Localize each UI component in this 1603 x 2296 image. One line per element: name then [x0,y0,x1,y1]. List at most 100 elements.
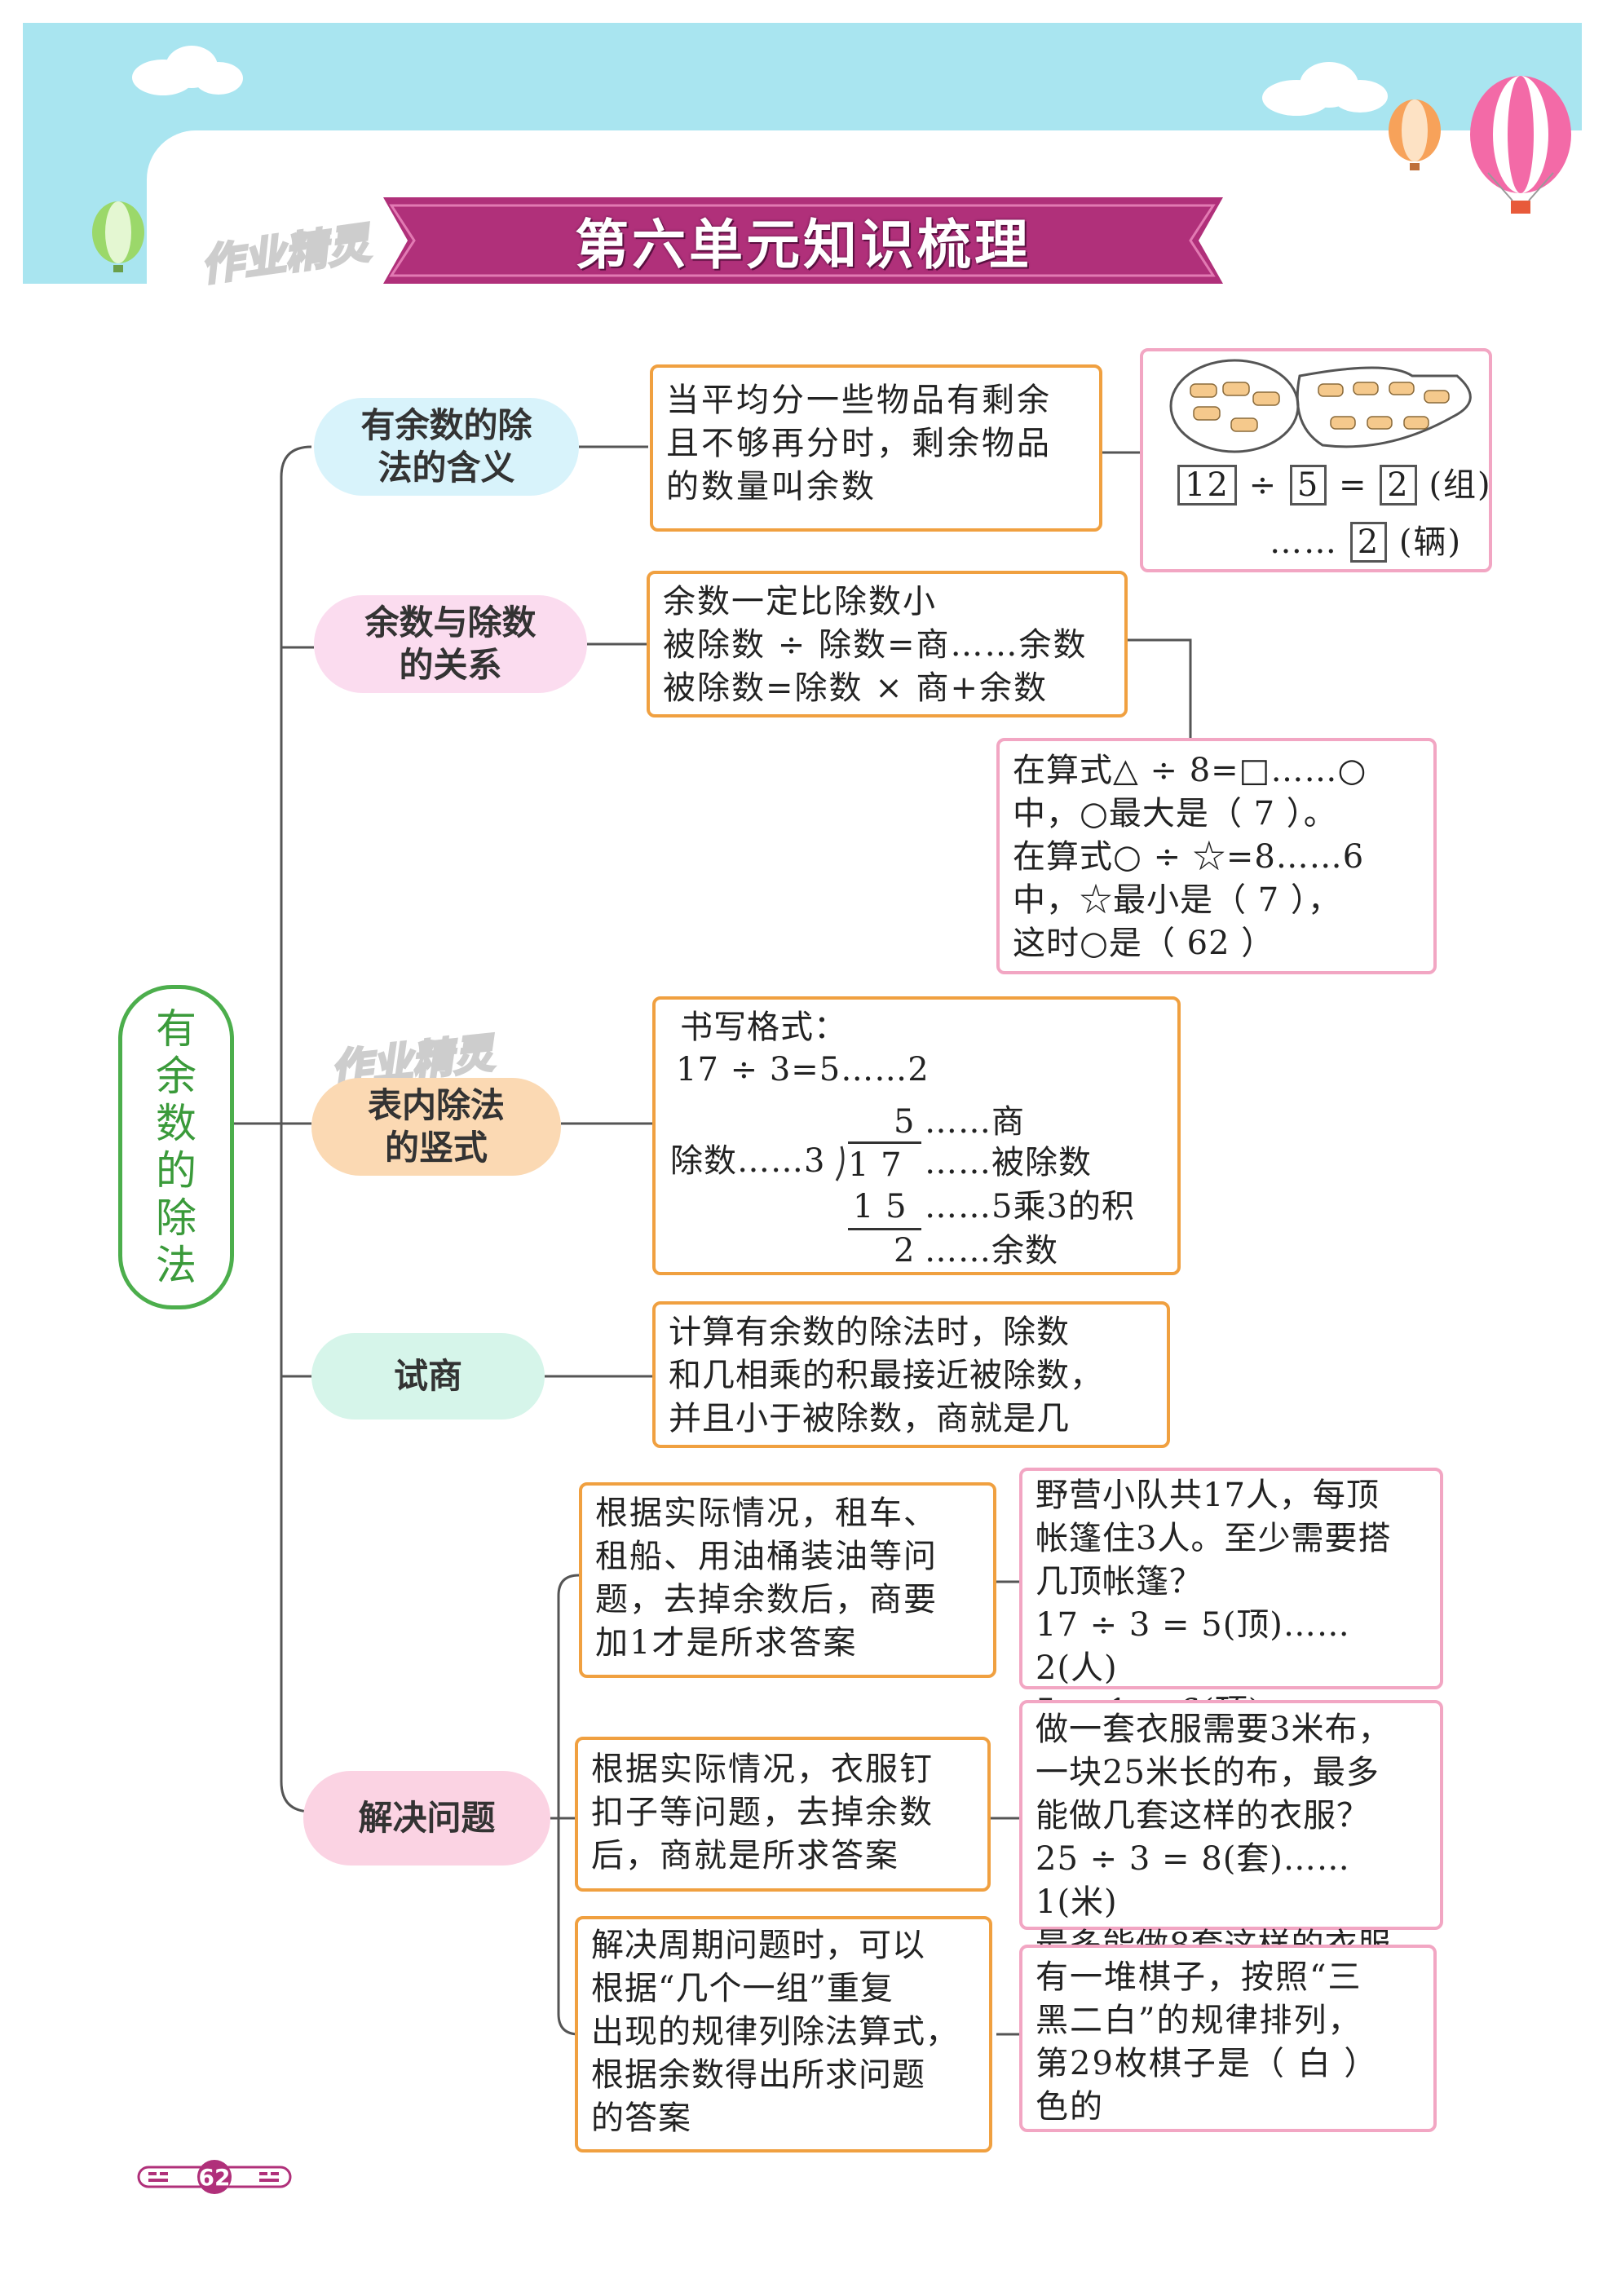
main-topic-char: 有 [156,1005,197,1053]
label-line: 法的含义 [378,448,515,488]
long-division-dividend: 1 7 [848,1141,921,1187]
text-line: 后，商就是所求答案 [591,1837,899,1874]
text-line: 出现的规律列除法算式， [591,2013,959,2051]
text-line: 帐篷住3人。至少需要搭 [1036,1520,1392,1557]
header-decorations [92,46,1571,284]
text-line: 被除数=除数 × 商+余数 [663,669,1048,707]
clothes-example-box: 做一套衣服需要3米布， 一块25米长的布，最多 能做几套这样的衣服？ 25 ÷ … [1019,1700,1443,1964]
text-line: 题，去掉余数后，商要 [595,1581,938,1618]
text-line: 租船、用油桶装油等问 [595,1538,938,1575]
relation-rules-box: 余数一定比除数小 被除数 ÷ 除数=商……余数 被除数=除数 × 商+余数 [647,571,1128,718]
page-number-badge: 62 [137,2159,292,2195]
page-ornament-icon [137,2160,292,2194]
rule-drop-remainder-box: 根据实际情况，衣服钉 扣子等问题，去掉余数 后，商就是所求答案 [575,1737,991,1892]
remainder-row: …… 2 (辆) [1270,521,1462,564]
text-line: 几顶帐篷？ [1036,1563,1203,1601]
text-line: 和几相乘的积最接近被除数， [669,1357,1103,1394]
branch-trial-quotient-label: 试商 [311,1333,545,1420]
remainder-box: 2 [1349,522,1388,563]
text-line: 余数一定比除数小 [663,583,937,620]
branch-problem-solving-label: 解决问题 [303,1771,550,1866]
label-line: 余数与除数 [364,603,537,642]
main-topic-char: 除 [156,1194,197,1242]
cloud-icon [1262,62,1388,116]
divisor-box: 5 [1289,465,1327,506]
hot-air-balloon-icon [92,201,144,272]
cars-grouping-illustration [1169,359,1472,453]
relation-example-box: 在算式△ ÷ 8=□……○ 中，○最大是（ 7 ）。 在算式○ ÷ ☆=8……6… [996,738,1437,974]
text-line: 25 ÷ 3 = 8(套)……1(米) [1036,1840,1350,1921]
main-topic-char: 余 [156,1053,197,1100]
label-line: 的竖式 [384,1128,488,1168]
text-line: 在算式○ ÷ ☆=8……6 [1013,838,1365,876]
main-topic: 有 余 数 的 除 法 [118,985,234,1309]
annotation-label: ……余数 [925,1232,1058,1269]
text-line: 做一套衣服需要3米布， [1036,1711,1392,1748]
dividend-box: 12 [1177,465,1237,506]
text-line: 这时○是（ 62 ） [1013,925,1275,962]
text-line: 一块25米长的布，最多 [1036,1754,1380,1791]
ellipsis: …… [1270,523,1338,561]
text-line: 第29枚棋子是（ 白 ） [1036,2045,1379,2082]
branch-meaning-label: 有余数的除 法的含义 [314,398,579,496]
annotation-label: ……5乘3的积 [925,1188,1135,1225]
text-line: 解决周期问题时，可以 [591,1927,925,1964]
text-line: 根据实际情况，租车、 [595,1495,938,1532]
division-sign: ÷ [1248,466,1278,504]
text-line: 当平均分一些物品有剩余 [666,382,1052,419]
label-line: 解决问题 [358,1798,496,1838]
text-line: 中，☆最小是（ 7 ）， [1013,881,1341,919]
car-icon [1190,382,1450,432]
text-line: 并且小于被除数，商就是几 [669,1400,1070,1437]
long-division-product: 1 5 [853,1188,907,1225]
text-line: 被除数 ÷ 除数=商……余数 [663,626,1088,664]
branch-vertical-form-label: 表内除法 的竖式 [311,1078,561,1176]
text-line: 且不够再分时，剩余物品 [666,425,1052,462]
text-line: 根据实际情况，衣服钉 [591,1751,934,1788]
text-line: 根据余数得出所求问题 [591,2056,925,2094]
division-equation: 17 ÷ 3=5……2 [676,1051,930,1088]
text-line: 色的 [1036,2088,1104,2126]
text-line: 黑二白”的规律排列， [1036,2002,1362,2039]
meaning-definition-box: 当平均分一些物品有剩余 且不够再分时，剩余物品 的数量叫余数 [650,364,1102,532]
text-line: 扣子等问题，去掉余数 [591,1794,934,1831]
text-line: 能做几套这样的衣服？ [1036,1797,1370,1835]
long-division-rule [848,1228,921,1230]
quotient-box: 2 [1380,465,1417,506]
page-title: 第六单元知识梳理 [575,214,1031,276]
main-topic-char: 的 [156,1147,197,1194]
label-line: 有余数的除 [360,405,532,445]
text-line: 计算有余数的除法时，除数 [669,1314,1070,1351]
unit-label: (辆) [1398,523,1463,561]
main-topic-char: 法 [156,1242,197,1289]
vertical-form-box: 书写格式： 17 ÷ 3=5……2 5 ……商 除数……3 1 7 ……被除数 … [652,996,1181,1275]
long-division-remainder: 2 [894,1232,916,1269]
label-line: 试商 [393,1356,462,1396]
division-example-row: 12 ÷ 5 = 2 (组) [1177,464,1492,507]
long-division-quotient: 5 [894,1103,916,1141]
text-line: 加1才是所求答案 [595,1624,858,1662]
label-line: 的关系 [399,645,502,685]
tent-example-box: 野营小队共17人，每顶 帐篷住3人。至少需要搭 几顶帐篷？ 17 ÷ 3 = 5… [1019,1468,1443,1730]
equals-sign: = [1339,466,1368,504]
hot-air-balloon-icon [1389,99,1441,170]
label-line: 表内除法 [367,1085,505,1125]
format-heading: 书写格式： [680,1009,847,1046]
long-division-bracket [835,1146,845,1181]
branch-relation-label: 余数与除数 的关系 [314,595,587,693]
annotation-label: ……商 [925,1103,1025,1141]
rule-round-up-box: 根据实际情况，租车、 租船、用油桶装油等问 题，去掉余数后，商要 加1才是所求答… [579,1482,996,1678]
rule-cycle-box: 解决周期问题时，可以 根据“几个一组”重复 出现的规律列除法算式， 根据余数得出… [575,1916,992,2152]
meaning-example-box: 12 ÷ 5 = 2 (组) …… 2 (辆) [1140,348,1492,572]
divisor-annotation: 除数……3 [670,1142,826,1180]
unit-label: (组) [1429,466,1492,504]
annotation-label: ……被除数 [925,1144,1092,1181]
trial-quotient-box: 计算有余数的除法时，除数 和几相乘的积最接近被除数， 并且小于被除数，商就是几 [652,1301,1170,1448]
text-line: 的数量叫余数 [666,468,877,506]
chess-example-box: 有一堆棋子，按照“三 黑二白”的规律排列， 第29枚棋子是（ 白 ） 色的 [1019,1945,1437,2132]
cloud-icon [132,46,243,95]
title-banner [383,197,1223,284]
page-number: 62 [198,2163,231,2191]
text-line: 17 ÷ 3 = 5(顶)……2(人) [1036,1606,1350,1687]
